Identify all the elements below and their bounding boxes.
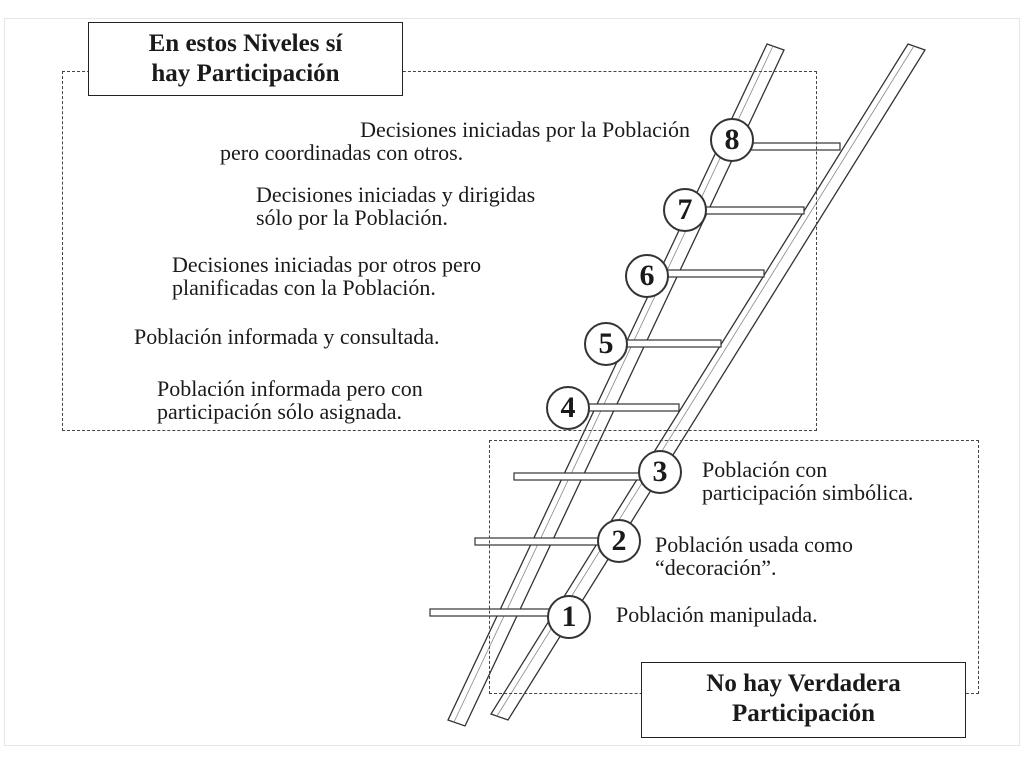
level-3-circle: 3 <box>638 450 682 494</box>
participation-title: En estos Niveles sí hay Participación <box>88 22 403 96</box>
level-6-line2: planificadas con la Población. <box>172 275 436 300</box>
non-participation-title: No hay Verdadera Participación <box>641 662 966 738</box>
level-5-label: Población informada y consultada. <box>134 325 439 348</box>
level-2-label: Población usada como “decoración”. <box>655 533 853 579</box>
participation-zone <box>62 71 817 431</box>
level-3-line1: Población con <box>702 457 828 482</box>
level-4-label: Población informada pero con participaci… <box>157 377 423 423</box>
level-3-line2: participación simbólica. <box>702 480 914 505</box>
level-5-circle: 5 <box>584 322 628 366</box>
level-7-circle: 7 <box>663 188 707 232</box>
level-2-line1: Población usada como <box>655 532 853 557</box>
level-5-line1: Población informada y consultada. <box>134 324 440 349</box>
level-3-label: Población con participación simbólica. <box>702 458 913 504</box>
level-6-line1: Decisiones iniciadas por otros pero <box>172 252 482 277</box>
level-4-line1: Población informada pero con <box>157 376 423 401</box>
level-8-line1: Decisiones iniciadas por la Población <box>360 117 690 142</box>
level-4-circle: 4 <box>546 386 590 430</box>
level-7-line2: sólo por la Población. <box>256 205 448 230</box>
level-6-circle: 6 <box>625 254 669 298</box>
level-8-line2: pero coordinadas con otros. <box>220 140 464 165</box>
participation-title-line1: En estos Niveles sí <box>148 30 343 57</box>
level-1-label: Población manipulada. <box>616 603 818 626</box>
participation-title-line2: hay Participación <box>151 60 340 87</box>
level-2-circle: 2 <box>597 519 641 563</box>
level-7-label: Decisiones iniciadas y dirigidas sólo po… <box>256 183 535 229</box>
non-participation-title-line1: No hay Verdadera <box>706 670 901 697</box>
level-8-circle: 8 <box>710 118 754 162</box>
level-1-line1: Población manipulada. <box>616 602 818 627</box>
non-participation-title-line2: Participación <box>731 700 876 727</box>
level-4-line2: participación sólo asignada. <box>157 399 402 424</box>
level-1-circle: 1 <box>547 595 591 639</box>
level-8-label: Decisiones iniciadas por la Población pe… <box>160 118 690 164</box>
level-6-label: Decisiones iniciadas por otros pero plan… <box>172 253 481 299</box>
level-7-line1: Decisiones iniciadas y dirigidas <box>256 182 536 207</box>
level-2-line2: “decoración”. <box>655 555 777 580</box>
